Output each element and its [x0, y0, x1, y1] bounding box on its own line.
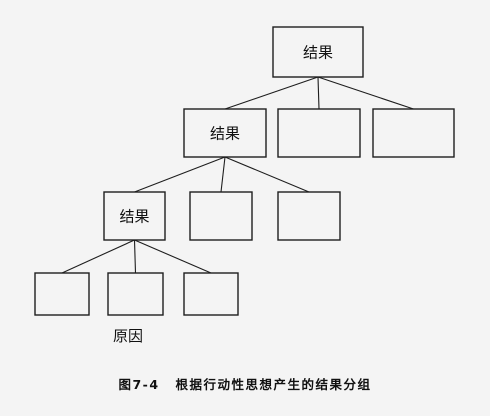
figure-caption: 图7-4 根据行动性思想产生的结果分组 [0, 374, 490, 393]
node-label-top: 结果 [303, 44, 333, 62]
node-box-l4-b [107, 272, 164, 316]
node-box-l3-c [277, 191, 341, 241]
node-box-l2-a [183, 108, 267, 158]
figure-title: 根据行动性思想产生的结果分组 [175, 377, 372, 392]
connector-line [220, 156, 226, 193]
node-box-l2-c [372, 108, 455, 158]
node-box-l2-b [277, 108, 361, 158]
node-box-l3-b [189, 191, 253, 241]
node-box-l4-a [34, 272, 90, 316]
node-box-l3-a [103, 191, 166, 241]
node-label-l3-a: 结果 [119, 208, 149, 226]
connector-line [134, 239, 212, 274]
connector-line [134, 156, 226, 193]
connector-line [61, 239, 135, 274]
node-label-l2-a: 结果 [210, 125, 240, 143]
connector-line [224, 76, 319, 110]
figure-number: 图7-4 [118, 377, 160, 392]
connector-line [133, 239, 137, 274]
node-box-l4-c [183, 272, 239, 316]
cause-label: 原因 [113, 327, 144, 345]
node-box-top [272, 26, 364, 78]
connector-line [224, 156, 310, 193]
connector-line [317, 76, 414, 110]
connector-line [317, 76, 320, 110]
